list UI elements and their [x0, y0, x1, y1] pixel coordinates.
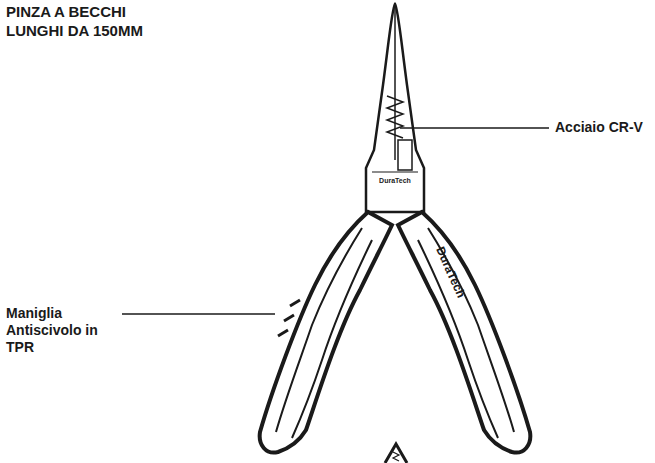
part-label: Acciaio CR-V	[555, 119, 643, 136]
jaw-outline	[366, 4, 424, 212]
leader-line	[400, 127, 549, 129]
right-grip-lines	[418, 228, 514, 438]
leader-line	[122, 313, 275, 315]
spring-coil	[393, 452, 399, 461]
spring	[385, 444, 407, 463]
joint-line	[372, 171, 418, 172]
cutter-slot	[398, 140, 412, 170]
left-grip-lines	[276, 228, 372, 438]
right-handle	[398, 212, 530, 453]
serrations	[387, 96, 403, 138]
left-grip-ridges	[278, 300, 300, 336]
jaw-parting-line	[394, 8, 396, 160]
part-label: Maniglia Antiscivolo in TPR	[6, 305, 118, 356]
diagram-title: PINZA A BECCHI LUNGHI DA 150MM	[6, 2, 176, 40]
brand-mark: DuraTech	[379, 177, 411, 185]
left-handle	[260, 212, 392, 453]
